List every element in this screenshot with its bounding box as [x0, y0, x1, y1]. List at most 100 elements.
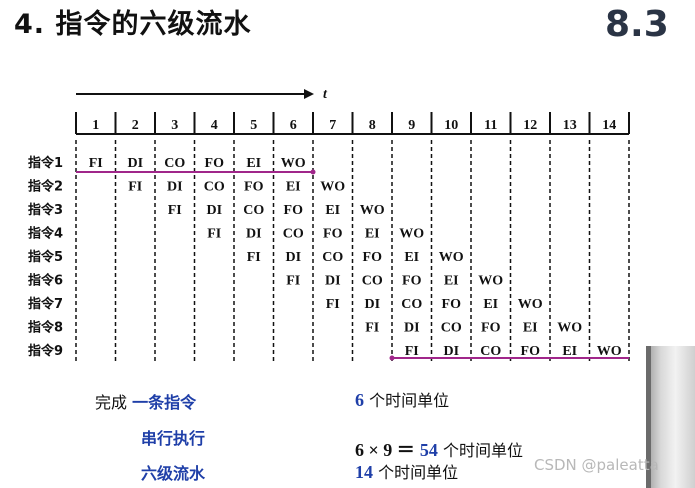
summary-pipeline-value: 14 个时间单位 [355, 459, 458, 483]
summary-one-instruction: 完成 一条指令 [95, 389, 196, 413]
stage-cell: FO [323, 227, 343, 242]
instruction-label: 指令8 [28, 320, 63, 336]
watermark: CSDN @paleatta [534, 456, 659, 474]
stage-cell: FI [89, 156, 103, 171]
time-slot-label: 9 [408, 118, 415, 133]
section-number: 8.3 [605, 4, 669, 45]
time-slot-label: 4 [211, 118, 218, 133]
stage-cell: EI [444, 274, 459, 289]
time-slot-label: 1 [92, 118, 99, 133]
stage-cell: CO [243, 203, 264, 218]
time-slot-label: 11 [484, 118, 497, 133]
stage-cell: FI [405, 344, 419, 359]
stage-cell: FO [363, 250, 383, 265]
serial-num: 54 [419, 440, 438, 460]
stage-cell: FI [168, 203, 182, 218]
stage-cell: FO [284, 203, 304, 218]
stage-cell: EI [246, 156, 261, 171]
time-slot-label: 2 [132, 118, 139, 133]
stage-cell: DI [206, 203, 222, 218]
instruction-label: 指令5 [28, 249, 63, 265]
one-instruction-unit: 个时间单位 [369, 391, 450, 410]
instruction-label: 指令7 [28, 296, 63, 312]
stage-cell: WO [320, 180, 345, 195]
stage-cell: DI [167, 180, 183, 195]
page-title: 4. 指令的六级流水 [14, 9, 252, 40]
stage-cell: FI [128, 180, 142, 195]
stage-cell: EI [325, 203, 340, 218]
highlight-end-dot [310, 169, 316, 175]
pipeline-unit: 个时间单位 [378, 463, 459, 482]
stage-cell: EI [483, 297, 498, 312]
time-slot-label: 3 [171, 118, 178, 133]
instruction-label: 指令2 [28, 179, 63, 195]
serial-expr: 6 × 9 ＝ [355, 440, 415, 460]
stage-cell: EI [523, 321, 538, 336]
stage-cell: WO [399, 227, 424, 242]
stage-cell: FO [481, 321, 501, 336]
summary-one-instruction-value: 6 个时间单位 [355, 387, 449, 411]
stage-cell: DI [246, 227, 262, 242]
stage-cell: FI [326, 297, 340, 312]
stage-cell: FI [207, 227, 221, 242]
stage-cell: FO [402, 274, 422, 289]
pipeline-num: 14 [355, 462, 373, 482]
serial-label: 串行执行 [141, 429, 206, 448]
stage-cell: CO [362, 274, 383, 289]
stage-cell: WO [478, 274, 503, 289]
stage-cell: FI [286, 274, 300, 289]
stage-cell: CO [283, 227, 304, 242]
complete-label: 完成 [95, 393, 128, 412]
stage-cell: CO [322, 250, 343, 265]
summary-serial-value: 6 × 9 ＝ 54 个时间单位 [355, 436, 523, 462]
stage-cell: FI [365, 321, 379, 336]
stage-cell: EI [404, 250, 419, 265]
one-instruction-num: 6 [355, 390, 364, 410]
stage-cell: DI [127, 156, 143, 171]
time-slot-label: 12 [523, 118, 537, 133]
stage-cell: DI [364, 297, 380, 312]
stage-cell: WO [557, 321, 582, 336]
time-slot-label: 6 [290, 118, 297, 133]
highlight-start-dot [389, 355, 395, 361]
time-slot-label: 7 [329, 118, 336, 133]
time-axis-arrow-icon [304, 89, 314, 99]
instruction-label: 指令4 [28, 226, 63, 242]
time-slot-label: 5 [250, 118, 257, 133]
stage-cell: FO [442, 297, 462, 312]
stage-cell: WO [360, 203, 385, 218]
stage-cell: WO [518, 297, 543, 312]
stage-cell: FO [521, 344, 541, 359]
time-slot-label: 14 [602, 118, 616, 133]
stage-cell: WO [281, 156, 306, 171]
stage-cell: WO [439, 250, 464, 265]
time-axis-label: t [323, 87, 328, 102]
stage-cell: EI [286, 180, 301, 195]
stage-cell: DI [443, 344, 459, 359]
stage-cell: EI [562, 344, 577, 359]
stage-cell: DI [325, 274, 341, 289]
stage-cell: DI [285, 250, 301, 265]
stage-cell: CO [164, 156, 185, 171]
time-slot-label: 10 [444, 118, 458, 133]
instruction-label: 指令1 [28, 155, 63, 171]
stage-cell: CO [480, 344, 501, 359]
time-slot-label: 13 [563, 118, 577, 133]
stage-cell: CO [441, 321, 462, 336]
one-instruction-label: 一条指令 [132, 393, 197, 412]
video-thumbnail [646, 346, 695, 488]
stage-cell: EI [365, 227, 380, 242]
instruction-label: 指令9 [28, 343, 63, 359]
serial-unit: 个时间单位 [442, 441, 523, 460]
stage-cell: CO [204, 180, 225, 195]
stage-cell: WO [597, 344, 622, 359]
instruction-label: 指令3 [28, 202, 63, 218]
stage-cell: FI [247, 250, 261, 265]
pipeline-label: 六级流水 [141, 464, 206, 483]
instruction-label: 指令6 [28, 273, 63, 289]
stage-cell: FO [205, 156, 225, 171]
stage-cell: FO [244, 180, 264, 195]
time-slot-label: 8 [369, 118, 376, 133]
stage-cell: CO [401, 297, 422, 312]
